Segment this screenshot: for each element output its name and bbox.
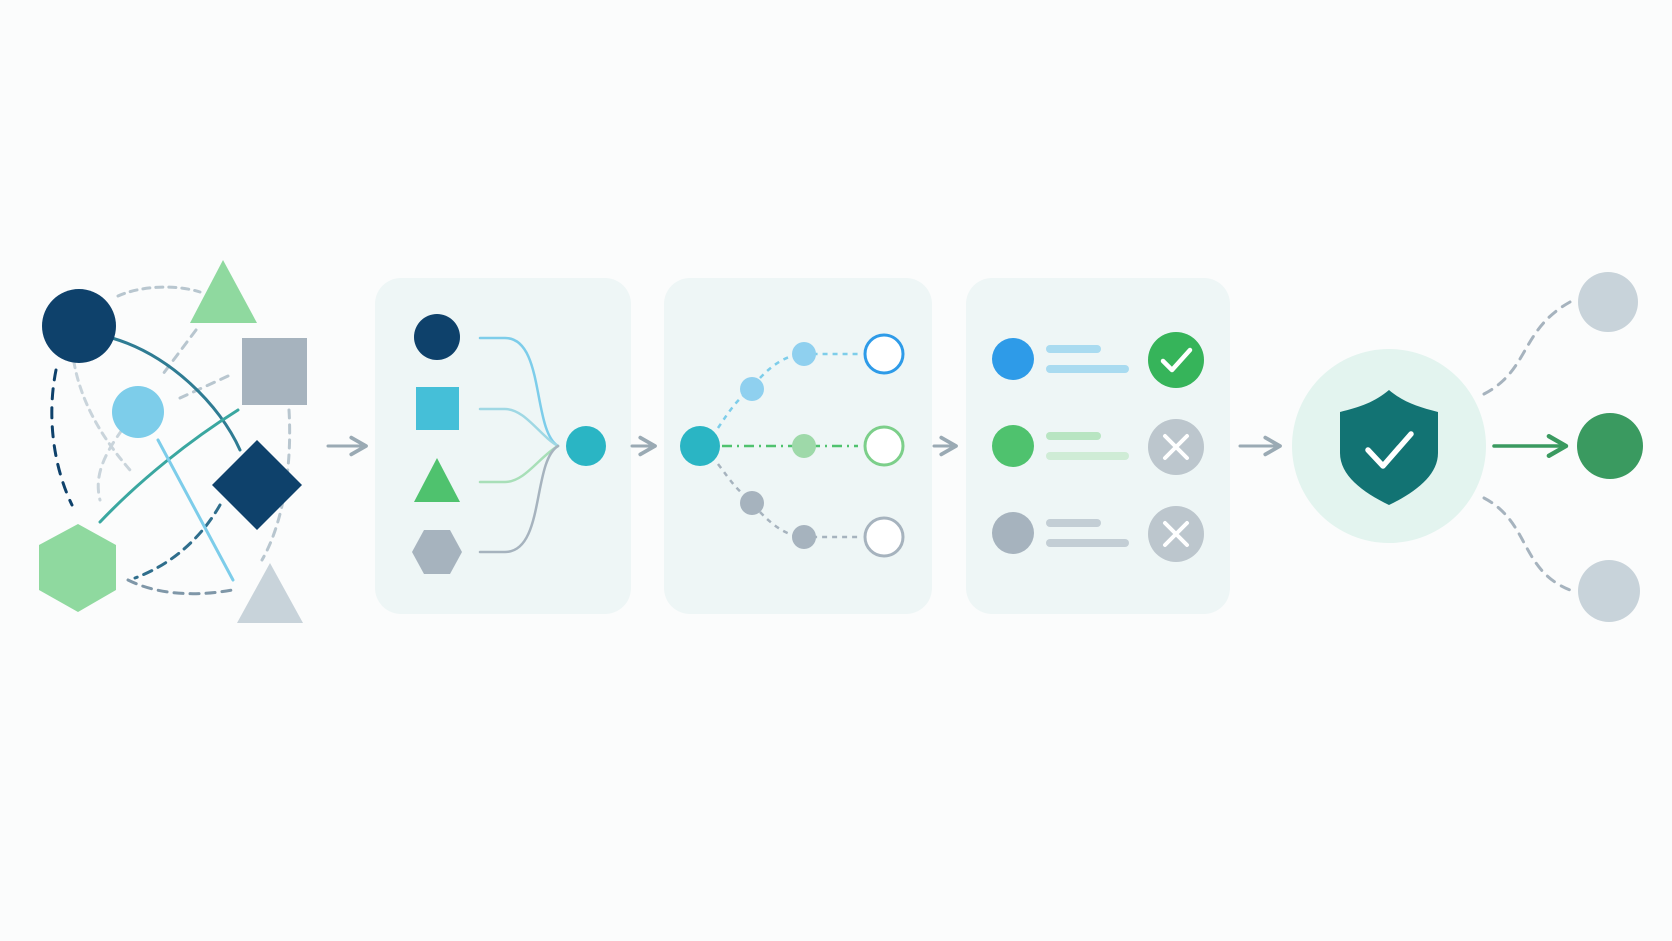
grey-row-dot: [992, 512, 1034, 554]
cyan-square-item: [416, 387, 459, 430]
grey-hexagon-item: [412, 530, 462, 574]
green-branch-dot: [792, 434, 816, 458]
stage-branch-panel: [664, 278, 932, 614]
outcome-circle-accepted: [1577, 413, 1643, 479]
sky-branch-dot-2: [792, 342, 816, 366]
sky-circle-input: [112, 386, 164, 438]
connector-sky-line: [156, 438, 235, 582]
row-2-line-long: [1046, 452, 1129, 460]
stage-shield-check: [1292, 349, 1486, 543]
grey-square-input: [242, 338, 307, 405]
row-3-line-short: [1046, 519, 1101, 527]
green-triangle-item: [414, 458, 460, 502]
grey-triangle-input: [237, 563, 303, 623]
green-triangle-input: [190, 260, 257, 323]
outcome-circle-bottom: [1578, 560, 1640, 622]
branch-line-top: [716, 388, 752, 429]
navy-circle-item: [414, 314, 460, 360]
dashed-line-inner-3: [96, 428, 124, 502]
cross-icon: [1148, 506, 1204, 562]
grey-branch-dot-1: [740, 491, 764, 515]
outcome-path-top: [1482, 300, 1572, 396]
teal-merged-node: [566, 426, 606, 466]
green-hexagon-input: [39, 524, 116, 612]
sky-branch-dot-1: [740, 377, 764, 401]
row-3-line-long: [1046, 539, 1129, 547]
merge-line-4: [478, 444, 560, 554]
connector-navy-arc: [110, 336, 242, 452]
dashed-arc-left: [50, 368, 74, 507]
dashed-line-inner-2: [178, 374, 230, 400]
open-target-grey: [863, 516, 905, 558]
shield-check-icon: [1340, 390, 1438, 505]
navy-diamond-input: [212, 440, 302, 530]
blue-row-dot: [992, 338, 1034, 380]
cross-icon: [1148, 419, 1204, 475]
stage-verify-panel: [966, 278, 1230, 614]
merge-line-1: [478, 336, 560, 448]
row-1-line-short: [1046, 345, 1101, 353]
open-target-blue: [863, 333, 905, 375]
teal-source-node: [680, 426, 720, 466]
row-2-line-short: [1046, 432, 1101, 440]
dashed-line-inner-1: [158, 328, 198, 380]
stage-unstructured-inputs: [39, 260, 307, 623]
dashed-line-inner-4: [133, 503, 222, 580]
connector-teal-line: [98, 408, 240, 524]
outcome-circle-top: [1578, 272, 1638, 332]
dashed-arc-top: [116, 285, 202, 298]
branch-line-bottom: [716, 463, 752, 502]
dashed-arc-bottom: [126, 578, 234, 596]
green-row-dot: [992, 425, 1034, 467]
outcome-path-bottom: [1482, 496, 1572, 592]
merge-line-2: [478, 407, 560, 448]
open-target-green: [863, 425, 905, 467]
check-icon: [1148, 332, 1204, 388]
row-1-line-long: [1046, 365, 1129, 373]
grey-branch-dot-2: [792, 525, 816, 549]
stage-normalize-panel: [375, 278, 631, 614]
navy-circle-input: [42, 289, 116, 363]
stage-outcomes: [1482, 272, 1643, 622]
